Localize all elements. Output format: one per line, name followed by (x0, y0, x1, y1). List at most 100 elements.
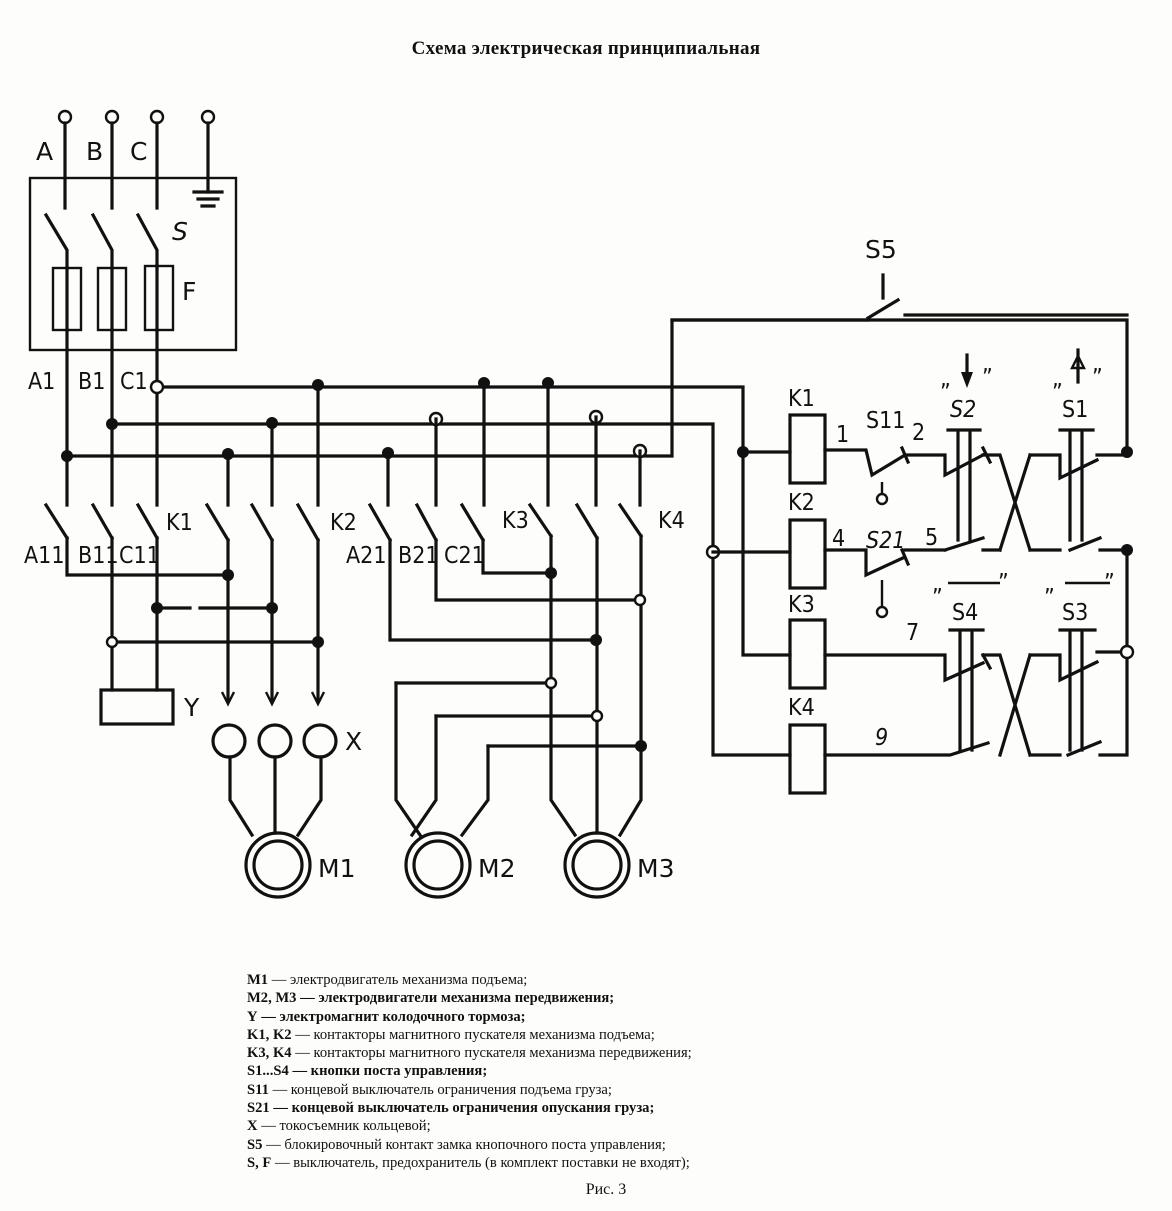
figure-caption: Рис. 3 (585, 1181, 627, 1198)
legend-item: K1, K2 — контакторы магнитного пускателя… (247, 1026, 692, 1044)
label-coil-k4: K4 (788, 695, 815, 721)
label-m3: M3 (637, 854, 674, 883)
legend-description: — контакторы магнитного пускателя механи… (295, 1045, 692, 1062)
arrow-down-icon (961, 353, 973, 388)
label-c11: C11 (119, 543, 160, 569)
label-node-5: 5 (925, 525, 938, 551)
motor-m3 (563, 831, 631, 899)
motor-m1 (244, 831, 312, 899)
label-switch-s: S (172, 217, 188, 246)
legend-item: X — токосъемник кольцевой; (247, 1117, 692, 1135)
coil-k3 (788, 618, 827, 690)
contactor-contacts (43, 502, 644, 543)
label-k1-contacts: K1 (166, 510, 193, 536)
label-phase-b: B (86, 137, 103, 166)
quote-mark: ” (998, 570, 1009, 596)
legend-key: X (247, 1118, 258, 1135)
legend-key: M1 (247, 972, 269, 988)
label-x: X (345, 727, 362, 756)
label-y: Y (183, 693, 200, 722)
legend-description: — контакторы магнитного пускателя механи… (295, 1026, 655, 1043)
label-a1: A1 (28, 369, 55, 395)
label-node-7: 7 (906, 620, 919, 646)
switch-fuse-box (28, 176, 238, 352)
label-s4: S4 (952, 600, 978, 626)
label-k3-contacts: K3 (502, 508, 529, 534)
label-phase-c: C (130, 137, 147, 166)
ring-collector-x (211, 691, 338, 759)
legend-description: — выключатель, предохранитель (в комплек… (274, 1154, 690, 1171)
quote-mark: ” (1092, 365, 1103, 391)
quote-mark: ” (932, 585, 943, 611)
button-s3[interactable] (1058, 628, 1097, 752)
label-s11: S11 (866, 408, 905, 434)
legend-item: K3, K4 — контакторы магнитного пускателя… (247, 1044, 692, 1062)
button-s4[interactable] (948, 628, 985, 752)
terminal-c (149, 109, 165, 125)
label-c1: C1 (120, 369, 148, 395)
label-coil-k2: K2 (788, 490, 815, 516)
legend-item: M2, M3 — электродвигатели механизма пере… (247, 989, 692, 1007)
label-k2-contacts: K2 (330, 510, 357, 536)
label-b21: B21 (398, 543, 439, 569)
label-a21: A21 (346, 543, 386, 569)
legend: M1 — электродвигатель механизма подъема;… (247, 971, 692, 1172)
quote-mark: ” (940, 380, 951, 406)
quote-mark: ” (1044, 585, 1055, 611)
legend-key: S5 (247, 1136, 263, 1153)
label-coil-k3: K3 (788, 592, 815, 618)
terminal-ground (200, 109, 216, 125)
coil-k1 (788, 413, 827, 485)
legend-item: S, F — выключатель, предохранитель (в ко… (247, 1154, 692, 1172)
legend-key: S, F (247, 1154, 272, 1171)
label-node-4: 4 (832, 526, 845, 552)
legend-key: Y (247, 1008, 258, 1025)
legend-key: M2, M3 (247, 990, 297, 1007)
supply-terminals (57, 109, 224, 210)
diagram-title: Схема электрическая принципиальная (411, 38, 761, 59)
label-s2: S2 (950, 397, 976, 423)
legend-description: — электродвигатель механизма подъема; (271, 972, 528, 988)
legend-description: — блокировочный контакт замка кнопочного… (266, 1136, 666, 1153)
label-node-2: 2 (912, 420, 925, 446)
ground-icon (192, 190, 224, 208)
label-k4-contacts: K4 (658, 508, 685, 534)
label-s3: S3 (1062, 600, 1088, 626)
legend-item: S1...S4 — кнопки поста управления; (247, 1062, 692, 1080)
legend-key: S11 (247, 1081, 269, 1098)
label-m2: M2 (478, 854, 515, 883)
legend-key: K3, K4 (247, 1045, 292, 1062)
quote-mark: ” (1104, 570, 1115, 596)
legend-description: — электродвигатели механизма передвижени… (300, 990, 615, 1007)
legend-description: — токосъемник кольцевой; (261, 1118, 431, 1135)
label-c21: C21 (444, 543, 485, 569)
legend-item: Y — электромагнит колодочного тормоза; (247, 1008, 692, 1026)
legend-description: — кнопки поста управления; (292, 1063, 488, 1080)
button-s2[interactable] (946, 428, 982, 542)
terminal-a (57, 109, 73, 125)
legend-description: — концевой выключатель ограничения опуск… (273, 1100, 655, 1117)
legend-key: S1...S4 (247, 1063, 289, 1080)
arrow-up-icon (1070, 348, 1086, 384)
legend-item: S11 — концевой выключатель ограничения п… (247, 1081, 692, 1099)
legend-item: M1 — электродвигатель механизма подъема; (247, 971, 692, 989)
legend-description: — концевой выключатель ограничения подъе… (272, 1081, 612, 1098)
coil-k2 (788, 518, 827, 590)
label-a11: A11 (24, 543, 64, 569)
quote-mark: ” (1052, 380, 1063, 406)
brake-electromagnet-y (99, 688, 175, 726)
motor-m2 (404, 831, 472, 899)
quote-mark: ” (982, 365, 993, 391)
label-phase-a: A (36, 137, 53, 166)
label-coil-k1: K1 (788, 386, 815, 412)
label-s1: S1 (1062, 397, 1088, 423)
terminal-b (104, 109, 120, 125)
legend-item: S5 — блокировочный контакт замка кнопочн… (247, 1136, 692, 1154)
electrical-schematic: A B C S F A1 B1 C1 (24, 109, 1135, 899)
legend-description: — электромагнит колодочного тормоза; (261, 1008, 526, 1025)
legend-key: K1, K2 (247, 1026, 292, 1043)
label-m1: M1 (318, 854, 355, 883)
switch-s (43, 212, 159, 270)
button-s1[interactable] (1058, 428, 1095, 542)
legend-key: S21 (247, 1100, 270, 1117)
